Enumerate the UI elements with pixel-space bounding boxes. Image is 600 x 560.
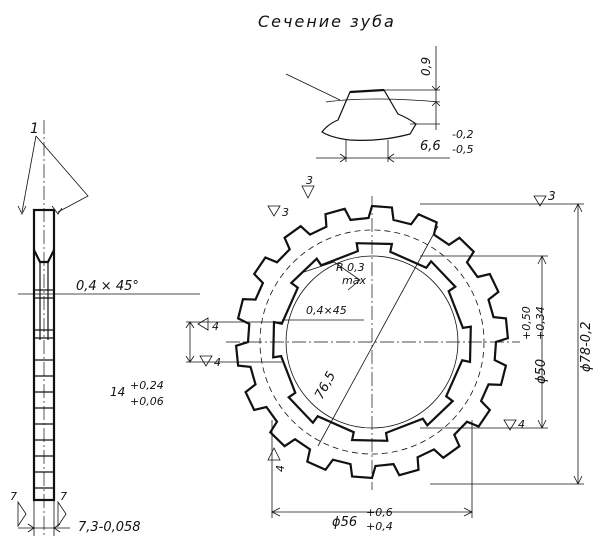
tooth-width-dim: 6,6 [420, 139, 441, 154]
slot-tol-lower: +0,06 [130, 395, 164, 408]
rough-4-b: 4 [214, 356, 221, 369]
tooth-profile [321, 89, 417, 141]
rough-4-d: 4 [274, 465, 287, 472]
tooth-height-dim: 0,9 [419, 57, 433, 76]
roughness-right: 7 [60, 490, 67, 503]
base-tol-lower: +0,4 [366, 520, 393, 533]
tooth-width-tol-lower: -0,5 [452, 143, 473, 156]
bore-tol-lower: +0,34 [534, 306, 547, 340]
bore-dia-dim: ϕ50 [534, 359, 549, 384]
rough-4-a: 4 [212, 320, 219, 333]
tooth-width-tol-upper: -0,2 [452, 128, 473, 141]
side-view: 1 0,4 × 45° 7,3-0,058 7 7 [10, 120, 200, 538]
tooth-section: 0,9 6,6 -0,2 -0,5 [285, 46, 473, 163]
base-dia-dim: ϕ56 [332, 515, 357, 530]
diagonal-dim: 76,5 [312, 369, 339, 402]
rough-3-c: 3 [548, 189, 556, 203]
section-title: Сечение зуба [258, 12, 396, 31]
rough-3-b: 3 [306, 174, 313, 187]
base-tol-upper: +0,6 [366, 506, 393, 519]
roughness-left: 7 [10, 490, 17, 503]
side-body [32, 208, 56, 502]
chamfer-dim: 0,4 × 45° [76, 279, 139, 294]
rough-4-c: 4 [518, 418, 525, 431]
bore-tol-upper: +0,50 [520, 306, 533, 340]
outer-dia-dim: ϕ78-0,2 [579, 322, 594, 372]
rough-3-a: 3 [282, 206, 289, 219]
slot-width-dim: 14 [110, 385, 125, 399]
splined-bore [272, 242, 472, 442]
thickness-dim: 7,3-0,058 [78, 520, 141, 535]
radius-note-max: max [342, 274, 366, 287]
callout-number: 1 [30, 121, 39, 137]
front-view: 76,5 R 0,3 max 0,4×45 14 +0,24 +0,06 4 4… [110, 174, 594, 533]
radius-note: R 0,3 [336, 261, 365, 274]
slot-tol-upper: +0,24 [130, 379, 164, 392]
inner-chamfer-note: 0,4×45 [306, 304, 347, 317]
